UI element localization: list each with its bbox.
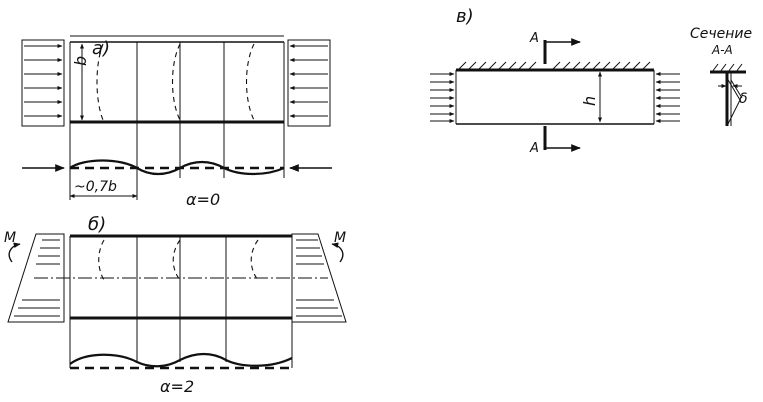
section-view: Сечение А-А δ <box>690 26 752 127</box>
dimension-delta-label: δ <box>739 91 748 107</box>
hatched-support <box>456 61 654 72</box>
moment-diagram-right: M <box>291 230 347 323</box>
moment-right-label: M <box>334 230 346 246</box>
load-arrows-left <box>21 39 65 127</box>
section-mark-bottom: A <box>529 126 581 156</box>
panel-a: а) <box>21 35 332 209</box>
plate-c <box>455 70 655 125</box>
buckle-curves-b <box>98 239 259 281</box>
dimension-h-label: h <box>580 96 599 106</box>
section-mark-top-label: A <box>529 31 539 46</box>
dimension-wave-label: ~0,7b <box>74 179 117 195</box>
plate-a <box>69 35 285 124</box>
alpha-b-label: α=2 <box>160 377 194 396</box>
dimension-wave: ~0,7b <box>69 179 138 198</box>
panel-b: б) M M <box>4 214 347 396</box>
panel-a-label: а) <box>92 38 110 59</box>
load-arrows-c-left <box>430 72 455 123</box>
deflection-wave-b <box>69 318 293 370</box>
load-arrows-right <box>287 39 331 127</box>
dimension-h: h <box>580 71 602 123</box>
dimension-b-label: b <box>71 56 90 66</box>
load-arrows-c-right <box>655 72 680 123</box>
panel-c: в) A <box>430 6 752 156</box>
section-mark-bottom-label: A <box>529 141 539 156</box>
panel-c-label: в) <box>456 6 474 27</box>
plate-b <box>34 234 328 320</box>
deflection-wave-a <box>22 122 332 200</box>
dimension-b: b <box>71 43 90 121</box>
moment-left-label: M <box>4 230 16 246</box>
buckle-curves-a <box>96 43 255 121</box>
moment-diagram-left: M <box>4 230 65 323</box>
section-subtitle: А-А <box>711 43 733 57</box>
panel-b-label: б) <box>88 214 106 235</box>
section-title: Сечение <box>690 26 752 42</box>
section-mark-top: A <box>529 31 581 64</box>
alpha-a-label: α=0 <box>186 190 220 209</box>
